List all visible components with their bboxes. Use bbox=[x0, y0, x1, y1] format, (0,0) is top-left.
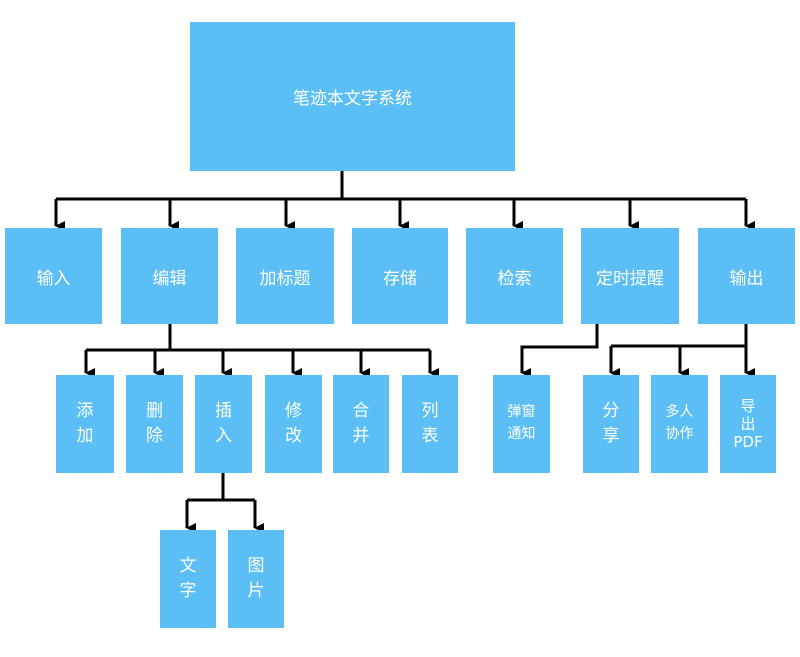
node-root-label: 笔迹本文字系统 bbox=[293, 89, 412, 109]
node-edit-label: 编辑 bbox=[152, 268, 187, 289]
node-image: 图 片 bbox=[228, 530, 284, 628]
node-remind: 定时提醒 bbox=[581, 228, 679, 324]
node-root: 笔迹本文字系统 bbox=[190, 22, 515, 171]
node-list: 列 表 bbox=[402, 375, 458, 473]
node-search: 检索 bbox=[466, 228, 563, 324]
node-insert-label: 插 入 bbox=[215, 401, 232, 446]
node-pdf: 导 出 PDF bbox=[720, 375, 776, 473]
node-input-label: 输入 bbox=[36, 268, 71, 289]
node-share: 分 享 bbox=[583, 375, 639, 473]
node-pdf-label: 导 出 PDF bbox=[733, 397, 763, 451]
node-collab-label: 多人 协作 bbox=[665, 404, 694, 442]
node-add-label: 添 加 bbox=[76, 401, 94, 446]
node-output: 输出 bbox=[698, 228, 795, 324]
node-input: 输入 bbox=[5, 228, 102, 324]
node-modify: 修 改 bbox=[265, 375, 322, 473]
node-title-label: 加标题 bbox=[259, 268, 311, 289]
node-modify-label: 修 改 bbox=[285, 401, 302, 446]
node-remind-label: 定时提醒 bbox=[596, 268, 664, 289]
node-merge: 合 并 bbox=[333, 375, 389, 473]
node-image-label: 图 片 bbox=[247, 556, 265, 601]
node-text-label: 文 字 bbox=[179, 556, 197, 601]
connector-to-popup bbox=[520, 324, 599, 378]
node-edit: 编辑 bbox=[121, 228, 218, 324]
node-merge-label: 合 并 bbox=[352, 401, 370, 446]
node-add: 添 加 bbox=[56, 375, 114, 473]
node-store-label: 存储 bbox=[383, 268, 417, 289]
node-search-label: 检索 bbox=[497, 268, 532, 289]
node-list-label: 列 表 bbox=[421, 401, 439, 446]
node-popup: 弹窗 通知 bbox=[493, 375, 550, 473]
node-store: 存储 bbox=[352, 228, 448, 324]
node-text: 文 字 bbox=[160, 530, 216, 628]
node-output-label: 输出 bbox=[729, 268, 764, 289]
node-delete: 删 除 bbox=[126, 375, 183, 473]
node-share-label: 分 享 bbox=[602, 401, 620, 446]
node-popup-label: 弹窗 通知 bbox=[507, 404, 536, 442]
node-delete-label: 删 除 bbox=[146, 401, 163, 446]
node-title: 加标题 bbox=[236, 228, 334, 324]
node-collab: 多人 协作 bbox=[651, 375, 708, 473]
node-insert: 插 入 bbox=[195, 375, 252, 473]
